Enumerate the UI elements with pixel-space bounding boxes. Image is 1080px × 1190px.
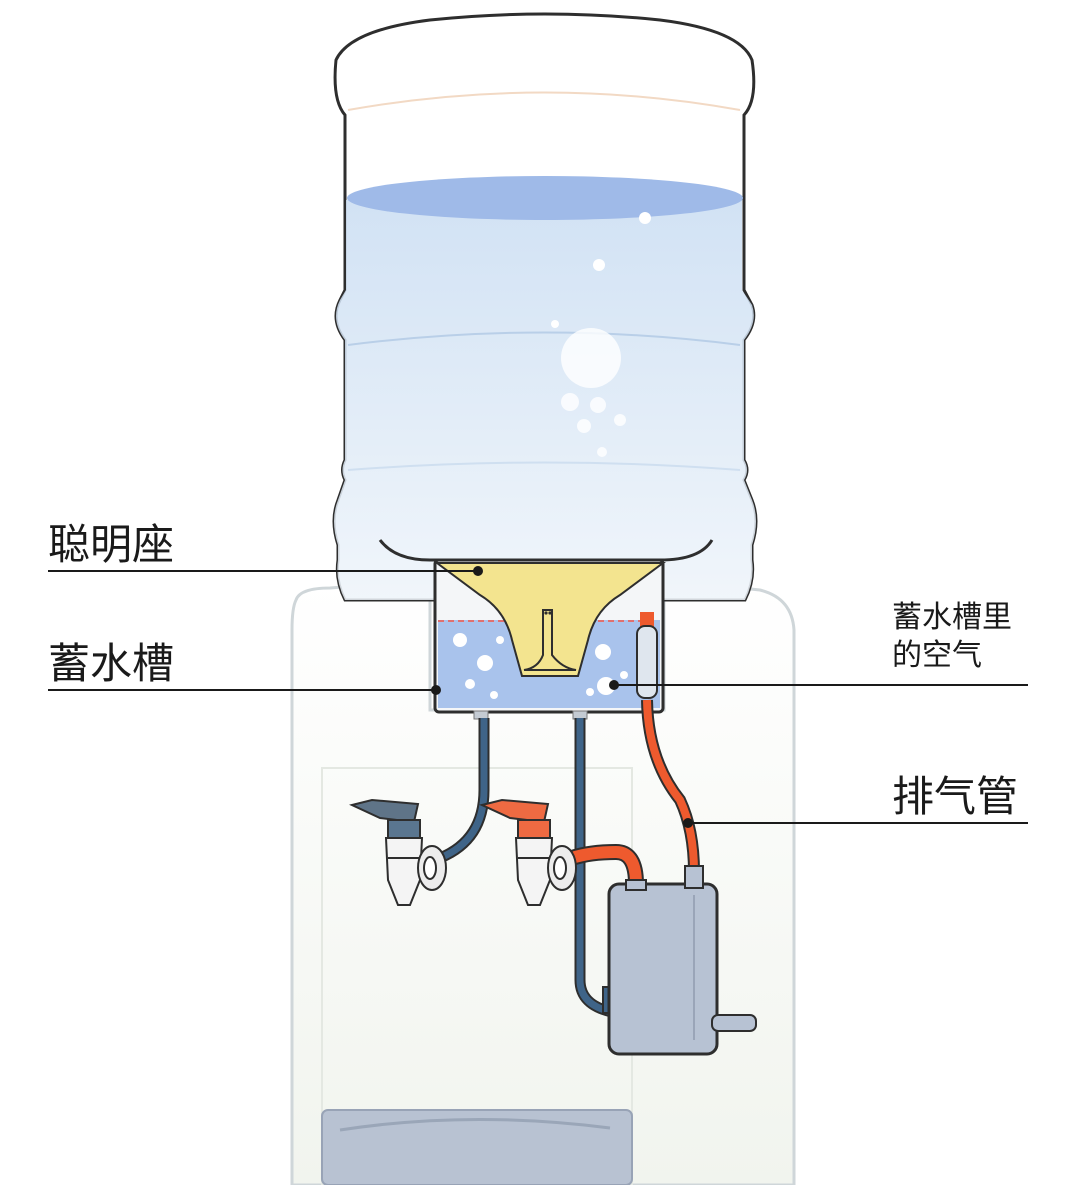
seat-leader-dot [473,566,483,576]
drip-tray [321,1109,633,1186]
label-tank-air-line1: 蓄水槽里 [892,600,1012,635]
smart-seat [433,562,667,677]
bottle-water-surface [347,176,743,220]
label-reservoir-tank: 蓄水槽 [48,639,175,688]
hot-pipe [570,845,642,885]
tank-air-leader-dot [609,680,619,690]
vent-pipe-leader-dot [683,818,693,828]
label-vent-pipe: 排气管 [892,772,1019,821]
water-bottle [332,12,758,602]
cold-faucet [349,798,447,906]
vent-pipe [643,699,698,873]
label-smart-seat: 聪明座 [48,520,175,569]
callout-lines [48,566,1028,828]
pipes [437,699,700,1018]
reservoir-tank [433,558,667,720]
label-tank-air-line2: 的空气 [892,638,982,673]
tank-leader-dot [431,685,441,695]
heater-unit [607,865,757,1056]
hot-faucet [479,798,577,906]
cold-pipe [438,718,488,862]
